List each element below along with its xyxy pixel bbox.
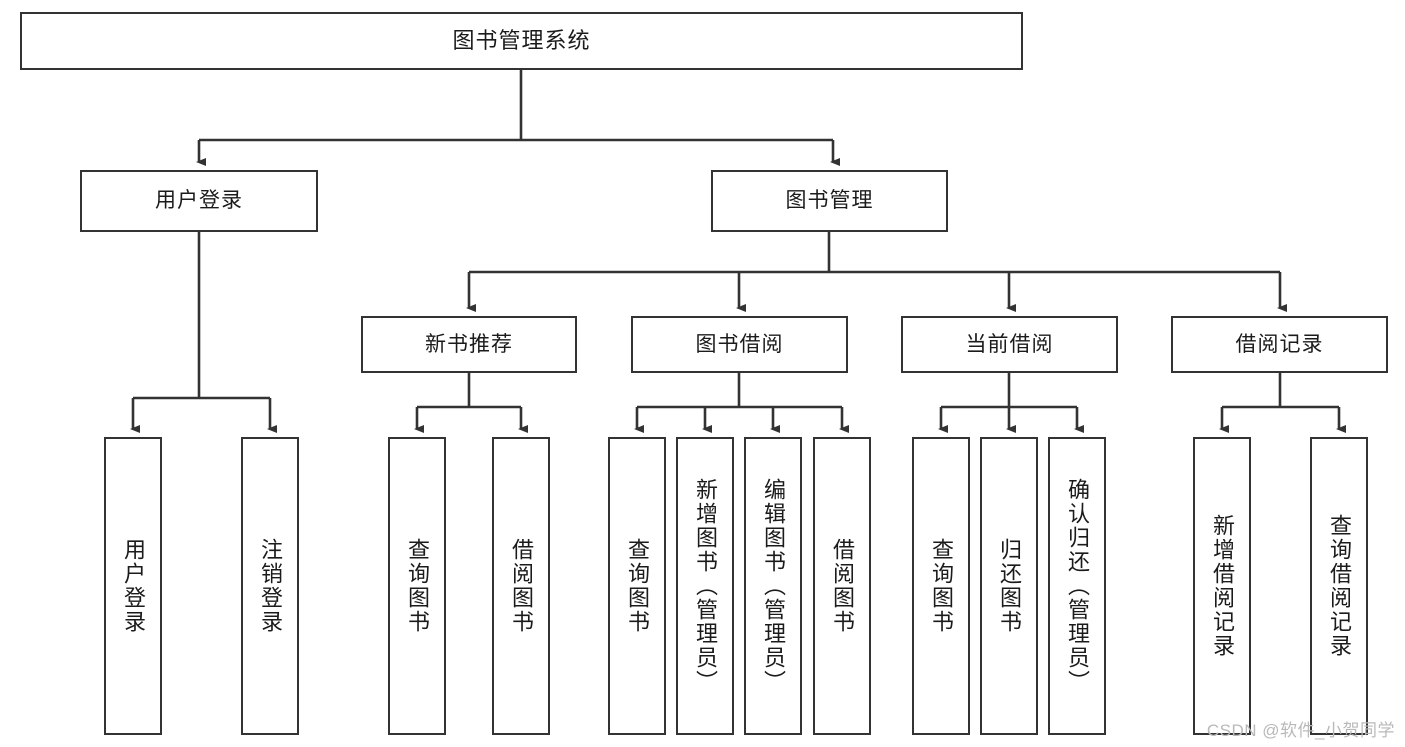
node-borrow-record[interactable]: 借阅记录 [1171,316,1388,373]
leaf-bb-query-book[interactable]: 查询图书 [608,437,666,735]
leaf-label: 归还图书 [996,538,1022,634]
watermark-text: CSDN @软件_小贺同学 [1206,721,1395,740]
node-book-borrow[interactable]: 图书借阅 [631,316,848,373]
leaf-label: 查询借阅记录 [1326,514,1352,658]
leaf-bb-edit-book-admin[interactable]: 编辑图书（管理员） [744,437,802,735]
leaf-bb-borrow-book[interactable]: 借阅图书 [813,437,871,735]
leaf-label: 借阅图书 [829,538,855,634]
node-current-borrow[interactable]: 当前借阅 [901,316,1118,373]
leaf-nb-borrow-book[interactable]: 借阅图书 [492,437,550,735]
node-root-system[interactable]: 图书管理系统 [20,12,1023,70]
leaf-br-query-record[interactable]: 查询借阅记录 [1310,437,1368,735]
leaf-label: 查询图书 [928,538,954,634]
leaf-nb-query-book[interactable]: 查询图书 [388,437,446,735]
leaf-label: 编辑图书（管理员） [760,478,786,694]
leaf-label: 借阅图书 [508,538,534,634]
leaf-cb-confirm-return-admin[interactable]: 确认归还（管理员） [1048,437,1106,735]
leaf-user-login[interactable]: 用户登录 [104,437,162,735]
leaf-bb-add-book-admin[interactable]: 新增图书（管理员） [676,437,734,735]
leaf-cb-return-book[interactable]: 归还图书 [980,437,1038,735]
leaf-label: 查询图书 [404,538,430,634]
leaf-br-add-record[interactable]: 新增借阅记录 [1193,437,1251,735]
leaf-cb-query-book[interactable]: 查询图书 [912,437,970,735]
leaf-label: 新增图书（管理员） [692,478,718,694]
leaf-label: 注销登录 [257,538,283,634]
node-book-management[interactable]: 图书管理 [711,170,948,232]
leaf-label: 用户登录 [120,538,146,634]
node-new-book-recommend[interactable]: 新书推荐 [361,316,577,373]
leaf-label: 新增借阅记录 [1209,514,1235,658]
leaf-label: 查询图书 [624,538,650,634]
node-user-login[interactable]: 用户登录 [80,170,318,232]
leaf-logout[interactable]: 注销登录 [241,437,299,735]
leaf-label: 确认归还（管理员） [1064,478,1090,694]
